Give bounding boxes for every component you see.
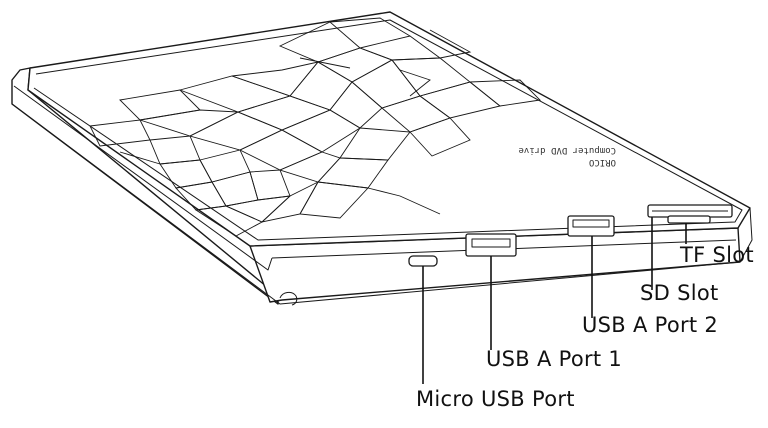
top-pattern <box>89 17 541 237</box>
device-logo: ORICO Computer DVD drive <box>518 145 616 167</box>
usb-a-port-2-label: USB A Port 2 <box>582 313 718 337</box>
ports <box>408 204 733 267</box>
usb-a-port-2 <box>567 215 615 237</box>
usb-a-port-1 <box>465 233 517 257</box>
top-bevel-line <box>33 19 743 241</box>
corner-notch <box>279 291 298 306</box>
labels: TF Slot SD Slot USB A Port 2 USB A Port … <box>416 243 754 411</box>
micro-usb-port <box>408 255 438 267</box>
right-end <box>739 207 753 263</box>
micro-usb-port-label: Micro USB Port <box>416 387 575 411</box>
logo-brand: ORICO <box>589 157 616 167</box>
tf-slot-label: TF Slot <box>679 243 754 267</box>
top-face <box>27 11 751 247</box>
sd-slot-label: SD Slot <box>640 281 719 305</box>
leaders <box>422 217 687 384</box>
logo-line1: Computer DVD drive <box>518 145 616 155</box>
tf-slot <box>667 215 711 224</box>
bottom-edge <box>11 103 741 305</box>
left-ridge-line <box>13 85 273 271</box>
usb-a-port-1-label: USB A Port 1 <box>486 347 622 371</box>
device-body <box>11 11 753 306</box>
